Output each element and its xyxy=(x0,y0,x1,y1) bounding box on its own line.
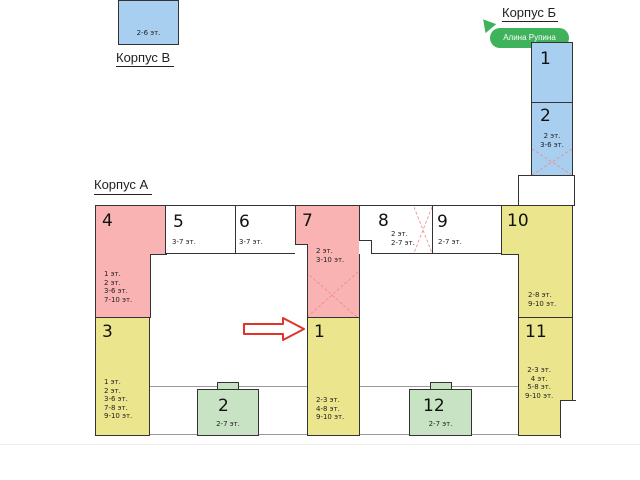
section-6[interactable]: 6 3-7 эт. xyxy=(235,205,296,254)
section-b1-number: 1 xyxy=(540,49,551,69)
section-2-top xyxy=(217,382,239,390)
section-9-floors: 2-7 эт. xyxy=(438,238,462,246)
section-12-floors: 2-7 эт. xyxy=(428,420,453,428)
section-b2-number: 2 xyxy=(540,106,551,126)
section-3[interactable]: 3 1 эт. 2 эт. 3-6 эт. 7-8 эт. 9-10 эт. xyxy=(95,317,150,436)
section-b1[interactable]: 1 xyxy=(531,42,573,103)
section-10-cutout xyxy=(501,254,519,319)
section-2-floors: 2-7 эт. xyxy=(216,420,240,428)
section-12-number: 12 xyxy=(423,396,445,416)
section-10-floors: 2-8 эт. 9-10 эт. xyxy=(528,291,557,308)
section-b2[interactable]: 2 2 эт. 3-6 эт. xyxy=(531,102,573,176)
section-8-number: 8 xyxy=(378,211,389,231)
section-4-floors: 1 эт. 2 эт. 3-6 эт. 7-10 эт. xyxy=(104,270,133,304)
building-a-title[interactable]: Корпус А xyxy=(94,177,149,192)
section-6-floors: 3-7 эт. xyxy=(239,238,263,246)
section-11-step xyxy=(560,400,576,438)
hatch-7 xyxy=(306,272,358,318)
section-2-number: 2 xyxy=(218,396,229,416)
section-5[interactable]: 5 3-7 эт. xyxy=(165,205,236,254)
section-2[interactable]: 2 2-7 эт. xyxy=(197,389,259,436)
section-6-number: 6 xyxy=(239,212,250,232)
section-7-floors: 2 эт. 3-10 эт. xyxy=(316,247,345,264)
section-4-number: 4 xyxy=(102,211,113,231)
section-9-number: 9 xyxy=(437,212,448,232)
section-1-number: 1 xyxy=(314,322,325,342)
section-11-number: 11 xyxy=(525,322,547,342)
building-b-title[interactable]: Корпус Б xyxy=(502,5,557,20)
section-3-number: 3 xyxy=(102,322,113,342)
hatch-b2 xyxy=(532,149,572,175)
page-divider xyxy=(0,444,640,445)
arrow-right-icon xyxy=(243,317,305,341)
hatch-8 xyxy=(414,207,432,253)
section-8-floors: 2 эт. 2-7 эт. xyxy=(391,230,415,247)
section-v-floors: 2-6 эт. xyxy=(136,29,161,37)
section-5-number: 5 xyxy=(173,212,184,232)
section-11-floors: 2-3 эт. 4 эт. 5-8 эт. 9-10 эт. xyxy=(525,366,554,400)
section-1-floors: 2-3 эт. 4-8 эт. 9-10 эт. xyxy=(316,396,345,422)
section-v[interactable]: 2-6 эт. xyxy=(118,0,179,45)
section-8-stair xyxy=(359,240,372,254)
section-b2-floors: 2 эт. 3-6 эт. xyxy=(540,132,564,149)
section-7-number: 7 xyxy=(302,211,313,231)
section-10-number: 10 xyxy=(507,211,529,231)
section-5-floors: 3-7 эт. xyxy=(172,238,196,246)
section-12[interactable]: 12 2-7 эт. xyxy=(409,389,472,436)
section-12-top xyxy=(430,382,452,390)
section-9[interactable]: 9 2-7 эт. xyxy=(432,205,502,254)
connector-b xyxy=(518,175,575,206)
building-v-title[interactable]: Корпус В xyxy=(116,50,171,65)
section-7-cutout xyxy=(295,244,308,319)
section-4-cutout xyxy=(150,254,167,318)
section-1[interactable]: 1 2-3 эт. 4-8 эт. 9-10 эт. xyxy=(307,317,360,436)
section-3-floors: 1 эт. 2 эт. 3-6 эт. 7-8 эт. 9-10 эт. xyxy=(104,378,133,421)
